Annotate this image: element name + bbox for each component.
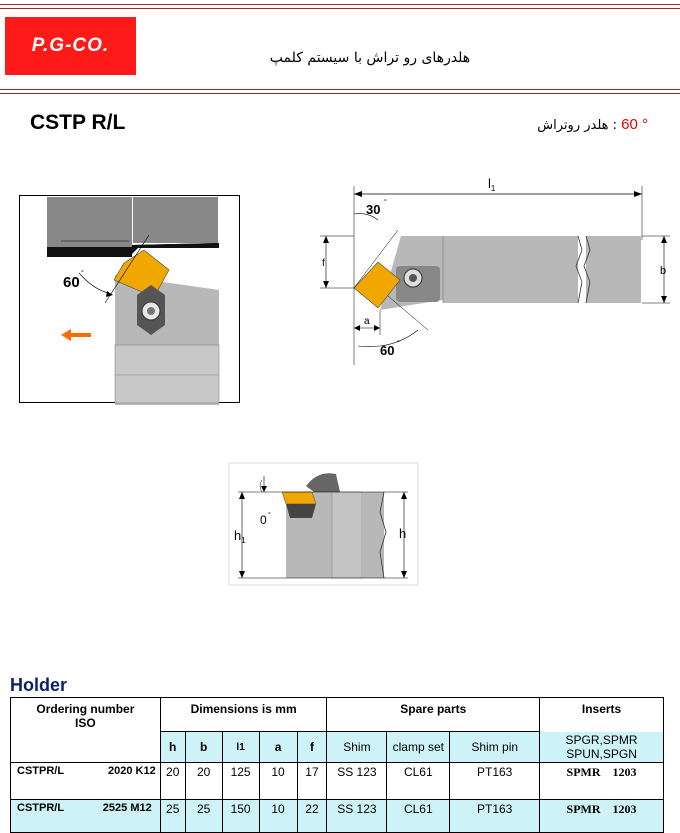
inserts-types-line1: SPGR,SPMR [565, 732, 638, 747]
logo-text: P.G-CO. [31, 35, 110, 56]
angle-desc: هلدر روتراش [537, 118, 609, 133]
cell-insert: SPMR 1203 [539, 799, 664, 833]
row-order-code: CSTPR/L 2525 M12 [10, 799, 161, 833]
cell-b: 25 [184, 799, 223, 833]
angle-unit: ° [642, 116, 648, 133]
col-inserts-types: SPGR,SPMR SPUN,SPGN [539, 731, 664, 763]
dimensions-header: Dimensions is mm [159, 697, 328, 732]
row-size: 2525 M12 [102, 802, 152, 814]
table-row: CSTPR/L 2525 M12 25 25 150 10 22 SS 123 C… [10, 799, 664, 833]
product-code: CSTP R/L [30, 111, 126, 134]
dim-angle-top: 30 [366, 202, 380, 217]
dim-h1-sub: 1 [241, 536, 246, 545]
col-f: f [296, 731, 328, 763]
top-rule-2 [0, 8, 680, 9]
ordering-header-line2: ISO [75, 716, 96, 730]
feed-arrow-icon [61, 329, 91, 341]
col-a: a [258, 731, 298, 763]
dim-h1: h [234, 528, 241, 543]
col-b: b [184, 731, 223, 763]
cell-clamp: CL61 [386, 799, 451, 833]
cell-pin: PT163 [449, 762, 541, 800]
table-row: CSTPR/L 2020 K12 20 20 125 10 17 SS 123 C… [10, 762, 664, 800]
row-size: 2020 K12 [108, 765, 156, 777]
header-rule-1 [0, 89, 680, 90]
cell-h: 25 [159, 799, 186, 833]
cell-f: 17 [296, 762, 328, 800]
angle-description: ° 60 : هلدر روتراش [537, 116, 648, 133]
inserts-header: Inserts [539, 697, 664, 732]
cell-h: 20 [159, 762, 186, 800]
dim-angle-top-deg: ° [384, 198, 387, 206]
dim-f: f [322, 258, 325, 269]
dim-h: h [399, 526, 406, 541]
cell-a: 10 [258, 799, 298, 833]
ordering-header: Ordering number ISO [10, 697, 161, 763]
row-order-code: CSTPR/L 2020 K12 [10, 762, 161, 800]
ordering-header-line1: Ordering number [36, 702, 135, 716]
dim-l1-label: l1 [488, 176, 496, 193]
dim-l1: l [488, 176, 491, 191]
dim-angle-zero: 0 [260, 513, 267, 527]
dim-angle-bottom: 60 [380, 343, 394, 358]
col-clamp: clamp set [386, 731, 451, 763]
dim-h1-label: h1 [234, 528, 246, 545]
table-header-row: Ordering number ISO Dimensions is mm Spa… [10, 697, 664, 763]
left-angle-label: 60 [63, 274, 80, 291]
cell-f: 22 [296, 799, 328, 833]
dim-l1-sub: 1 [491, 184, 496, 193]
diagram-right: l1 f b a 30 ° 60 ° [320, 176, 670, 365]
cell-shim: SS 123 [326, 762, 388, 800]
holder-table: Ordering number ISO Dimensions is mm Spa… [10, 697, 664, 833]
cell-clamp: CL61 [386, 762, 451, 800]
cell-l1: 150 [221, 799, 260, 833]
row-name: CSTPR/L [17, 765, 65, 777]
col-l1: l1 [221, 731, 260, 763]
diagram-bottom: h1 h 0 ° [228, 462, 419, 586]
dim-angle-zero-deg: ° [268, 511, 271, 519]
cell-pin: PT163 [449, 799, 541, 833]
dim-b: b [660, 265, 666, 277]
col-pin: Shim pin [449, 731, 541, 763]
col-h: h [159, 731, 186, 763]
header-rule-2 [0, 93, 680, 94]
dim-angle-bottom-deg: ° [397, 339, 400, 347]
cell-b: 20 [184, 762, 223, 800]
top-rule-1 [0, 4, 680, 5]
cell-shim: SS 123 [326, 799, 388, 833]
inserts-types-line2: SPUN,SPGN [566, 746, 637, 761]
row-name: CSTPR/L [17, 802, 65, 814]
dim-a: a [364, 316, 370, 327]
cell-a: 10 [258, 762, 298, 800]
spare-header: Spare parts [326, 697, 541, 732]
angle-separator: : [612, 118, 618, 133]
col-shim: Shim [326, 731, 388, 763]
left-angle-deg: ° [81, 269, 84, 277]
cell-l1: 125 [221, 762, 260, 800]
section-title: Holder [10, 675, 68, 695]
diagram-left: 60 ° [19, 195, 240, 405]
cell-insert: SPMR 1203 [539, 762, 664, 800]
angle-value: 60 [621, 116, 638, 133]
company-logo: P.G-CO. [5, 17, 136, 75]
page-title: هلدرهای رو تراش با سیستم کلمپ [269, 50, 471, 66]
